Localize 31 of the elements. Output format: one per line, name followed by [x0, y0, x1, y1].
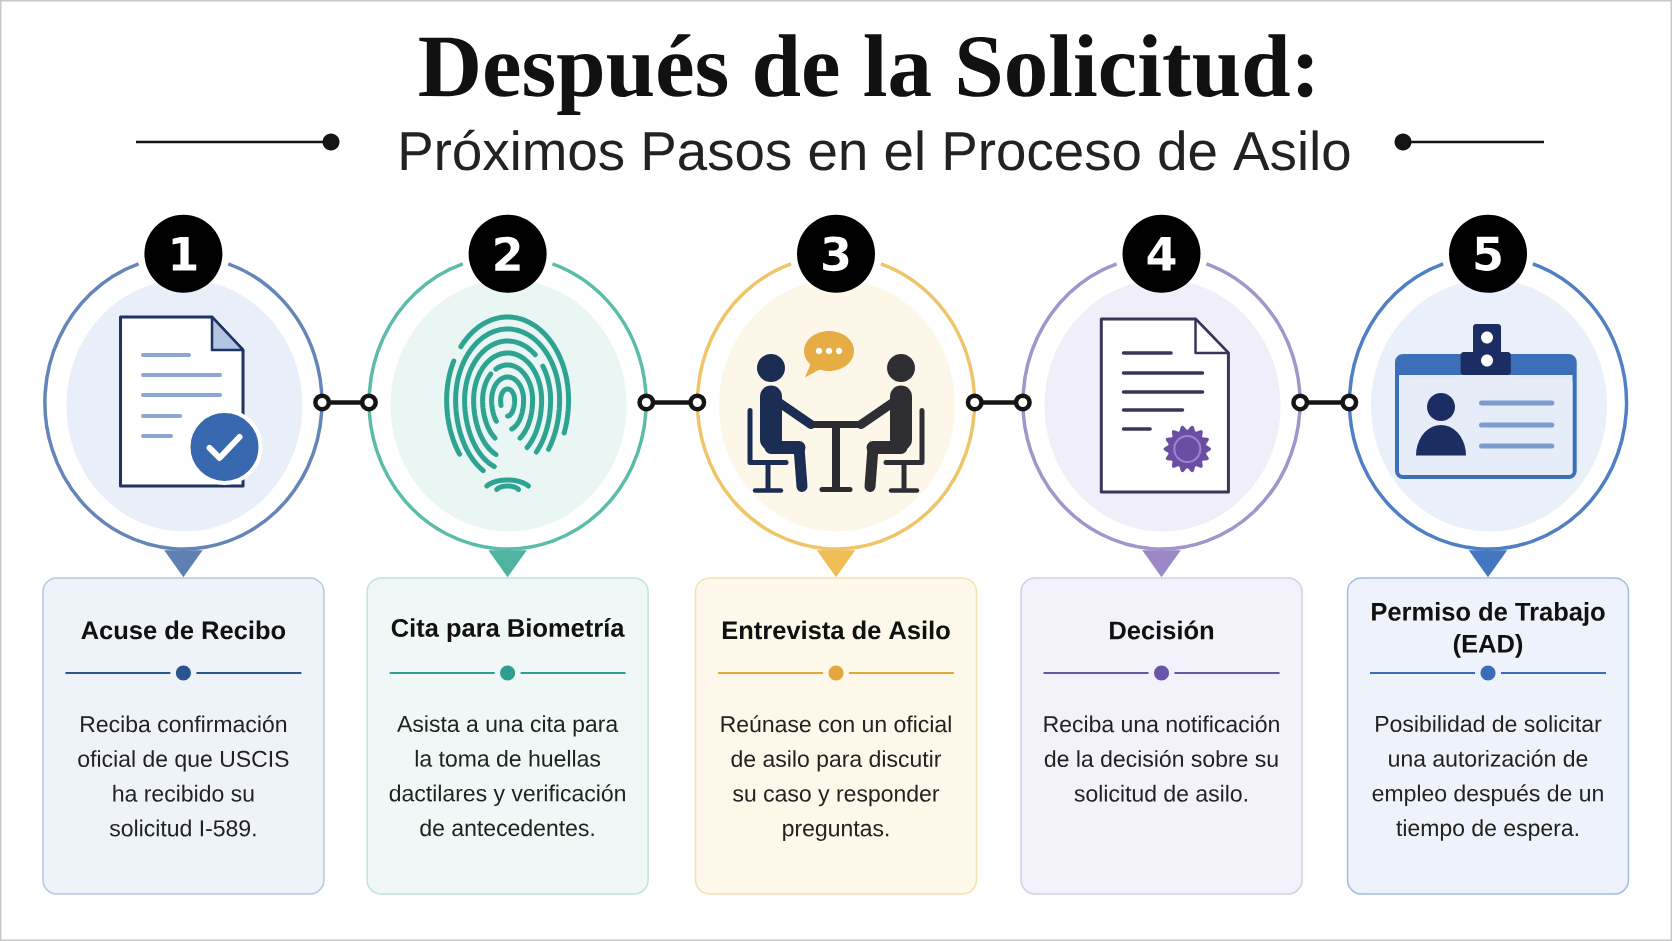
card-text: Asista a una cita para la toma de huellas dactilares y verificación de antecedentes.	[389, 715, 625, 837]
subtitle: Próximos Pasos en el Proceso de Asilo	[401, 129, 1350, 171]
number-badge: 4	[1122, 214, 1201, 293]
number-badge: 3	[797, 214, 875, 293]
link-connector	[637, 393, 707, 412]
number-badge: 1	[144, 214, 223, 293]
step-card	[42, 577, 325, 895]
step-circle	[1021, 214, 1302, 551]
step-card	[694, 577, 978, 895]
step-circle	[696, 214, 977, 551]
step-card	[1020, 577, 1303, 895]
number-badge: 5	[1449, 214, 1527, 293]
card-text: Posibilidad de solicitar una autorización de empleo después de un tiempo de espera.	[1372, 715, 1603, 841]
link-connector	[1291, 393, 1359, 412]
step-circle	[43, 214, 324, 551]
link-connector	[313, 393, 378, 412]
card-title: Cita para Biometría	[391, 618, 625, 642]
step-circle	[1348, 214, 1629, 551]
card-title: Entrevista de Asilo	[722, 620, 950, 640]
card-text: Reúnase con un oficial de asilo para discutir su caso y responder preguntas.	[721, 715, 951, 841]
card-title: Permiso de Trabajo (EAD)	[1372, 602, 1605, 658]
title: Después de la Solicitud:	[419, 34, 1313, 115]
card-text: Reciba una notificación de la decisión sobre su solicitud de asilo.	[1044, 715, 1279, 802]
step-circle	[367, 214, 648, 551]
step-card	[366, 577, 649, 895]
card-text: Reciba confirmación oficial de que USCIS ha recibido su solicitud I-589.	[78, 715, 289, 837]
card-title: Acuse de Recibo	[81, 620, 286, 640]
card-title: Decisión	[1110, 620, 1214, 640]
link-connector	[965, 393, 1032, 412]
step-card	[1346, 577, 1630, 895]
number-badge: 2	[468, 214, 547, 293]
